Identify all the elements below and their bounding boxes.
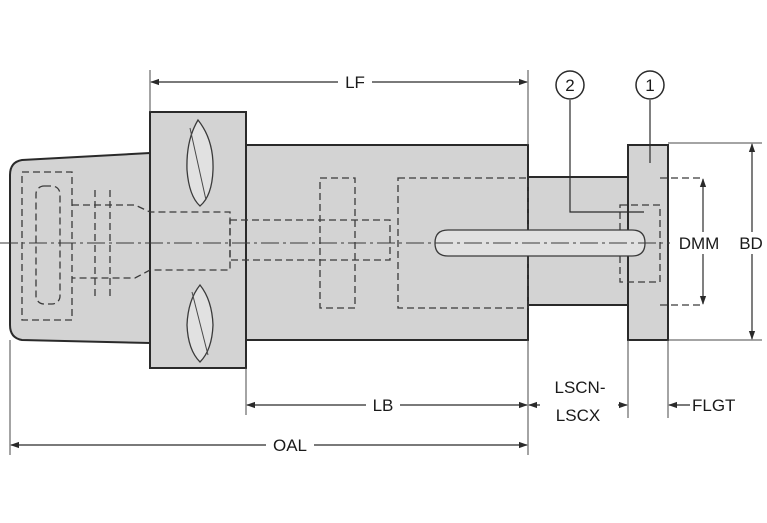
oal-label: OAL [273,436,307,455]
callout-2 [555,70,644,213]
callout-2-number: 2 [565,76,574,95]
callout-1-balloon [635,70,665,100]
callout-1 [635,70,665,163]
callout-2-balloon [555,70,585,100]
lb-label: LB [373,396,394,415]
callout-1-number: 1 [645,76,654,95]
flange-drive-slots [186,118,214,363]
dimension-labels: LF LB OAL LSCN- LSCX FLGT DMM BD 2 1 [266,71,765,456]
taper-shank [9,151,151,345]
extension-lines [9,70,762,455]
lf-label: LF [345,73,365,92]
lscn-label: LSCN- [554,378,605,397]
dmm-label: DMM [679,234,720,253]
bd-label: BD [739,234,763,253]
lscx-label: LSCX [556,406,600,425]
flgt-label: FLGT [692,396,735,415]
